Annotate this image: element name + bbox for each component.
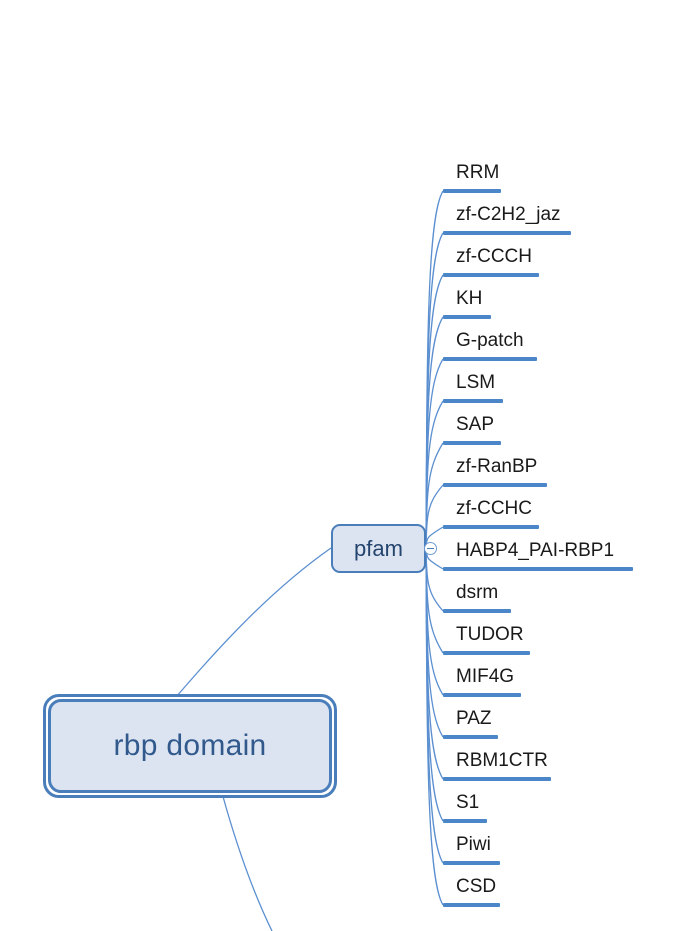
connector-pfam-to-leaf <box>425 484 444 549</box>
connector-pfam-to-leaf <box>425 358 444 549</box>
leaf-item-label: Piwi <box>456 834 491 855</box>
leaf-item-label: HABP4_PAI-RBP1 <box>456 540 615 561</box>
connector-pfam-to-leaf <box>425 547 444 696</box>
leaf-item-label: zf-CCHC <box>456 498 532 519</box>
connector-pfam-to-leaf <box>425 400 444 549</box>
leaf-item-underline <box>443 651 530 655</box>
leaf-item-underline <box>443 861 500 865</box>
leaf-item-label: zf-CCCH <box>456 246 532 267</box>
leaf-item-label: zf-C2H2_jaz <box>456 204 561 225</box>
leaf-item-underline <box>443 399 503 403</box>
leaf-item-label: PAZ <box>456 708 492 729</box>
leaf-item-label: dsrm <box>456 582 499 603</box>
leaf-item-label: RRM <box>456 162 500 183</box>
connector-pfam-to-leaf <box>425 547 444 822</box>
connector-root-to-offscreen <box>221 792 273 931</box>
root-node-label: rbp domain <box>113 729 267 762</box>
leaf-item-label: S1 <box>456 792 480 813</box>
connector-pfam-to-leaf <box>425 547 444 906</box>
leaf-item-label: RBM1CTR <box>456 750 548 771</box>
leaf-item-underline <box>443 819 487 823</box>
leaf-item-underline <box>443 903 500 907</box>
leaf-item-label: TUDOR <box>456 624 524 645</box>
leaf-item-underline <box>443 609 511 613</box>
leaf-item-underline <box>443 189 501 193</box>
connector-pfam-to-leaf <box>425 190 444 549</box>
leaf-item-underline <box>443 273 539 277</box>
connector-pfam-to-leaf <box>425 547 444 612</box>
leaf-item-label: CSD <box>456 876 497 897</box>
connector-pfam-to-leaf <box>425 274 444 549</box>
leaf-item-underline <box>443 567 633 571</box>
connector-pfam-to-leaf <box>425 547 444 654</box>
leaf-item-label: zf-RanBP <box>456 456 538 477</box>
leaf-item-label: LSM <box>456 372 496 393</box>
leaf-item-label: KH <box>456 288 483 309</box>
leaf-item-underline <box>443 357 537 361</box>
root-node[interactable]: rbp domain <box>43 694 337 798</box>
leaf-item-label: MIF4G <box>456 666 515 687</box>
branch-node-pfam[interactable]: pfam <box>331 524 426 573</box>
leaf-item-underline <box>443 315 491 319</box>
leaf-item-underline <box>443 693 521 697</box>
connector-pfam-to-leaf <box>425 547 444 864</box>
connector-pfam-to-leaf <box>425 232 444 549</box>
leaf-item-underline <box>443 483 547 487</box>
leaf-item-underline <box>443 231 571 235</box>
connector-pfam-to-leaf <box>425 316 444 549</box>
collapse-toggle-minus-icon[interactable] <box>424 542 437 555</box>
branch-node-label: pfam <box>354 535 403 561</box>
leaf-item-underline <box>443 777 551 781</box>
leaf-item-underline <box>443 735 498 739</box>
leaf-item-label: G-patch <box>456 330 524 351</box>
connector-pfam-to-leaf <box>425 442 444 549</box>
leaf-item-underline <box>443 525 539 529</box>
leaf-item-underline <box>443 441 501 445</box>
connector-pfam-to-leaf <box>425 547 444 780</box>
root-node-inner: rbp domain <box>48 699 332 793</box>
connector-pfam-to-leaf <box>425 547 444 738</box>
leaf-item-label: SAP <box>456 414 495 435</box>
